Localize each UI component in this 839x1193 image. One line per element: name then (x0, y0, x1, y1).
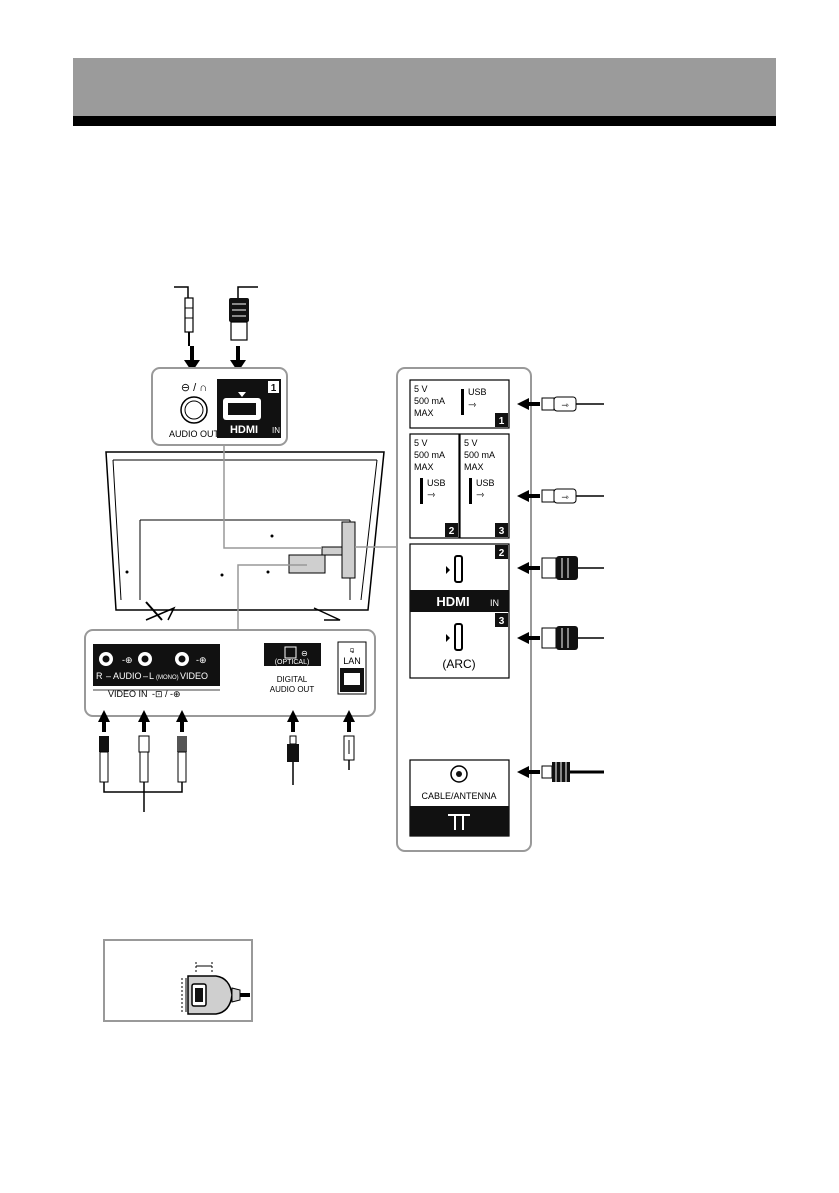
hdmi23-logo: HDMI (436, 594, 469, 609)
tv-back (106, 445, 408, 630)
usb1-label: USB (468, 387, 487, 397)
headphone-symbol: ⊖ / ∩ (181, 382, 207, 394)
svg-text:-⊕: -⊕ (196, 655, 207, 665)
hdmi-cable-2 (542, 556, 604, 580)
usb1-icon: ⇾ (468, 400, 477, 411)
svg-text:-⊕: -⊕ (122, 655, 133, 665)
audio-out-label: AUDIO OUT (169, 429, 220, 439)
usb1-max: MAX (414, 408, 434, 418)
usb2-current: 500 mA (414, 450, 445, 460)
rca-cables (99, 736, 187, 812)
usb-cable-1: ⇾ (542, 397, 604, 411)
video-in-label: VIDEO IN (108, 689, 148, 699)
tv-top-panel: ⊖ / ∩ AUDIO OUT 1 HDMI IN (152, 368, 287, 445)
usb1-current: 500 mA (414, 396, 445, 406)
mono-label: (MONO) (156, 675, 179, 681)
usb2-label: USB (427, 478, 446, 488)
audio-label: AUDIO (113, 671, 142, 681)
hdmi-cable-top (229, 287, 258, 340)
antenna-label: CABLE/ANTENNA (421, 791, 496, 801)
digital-audio-out-label: AUDIO OUT (270, 685, 315, 694)
lan-label: LAN (343, 656, 361, 666)
svg-text:⇾: ⇾ (561, 492, 569, 502)
usb2-icon: ⇾ (427, 490, 436, 501)
hdmi1-number: 1 (271, 383, 277, 394)
svg-text:–: – (106, 671, 111, 681)
hdmi1-in-label: IN (272, 426, 280, 435)
video-label: VIDEO (180, 671, 208, 681)
audio-l-label: L (149, 671, 154, 681)
usb3-icon: ⇾ (476, 490, 485, 501)
usb1-voltage: 5 V (414, 384, 428, 394)
hdmi1-logo: HDMI (230, 424, 258, 436)
svg-text:⊖: ⊖ (301, 649, 308, 658)
svg-text:-⊡ / -⊕: -⊡ / -⊕ (152, 689, 181, 699)
tv-bottom-panel: -⊕ -⊕ R – AUDIO – L (MONO) VIDEO VIDEO I… (85, 630, 375, 716)
usb3-max: MAX (464, 462, 484, 472)
usb-cable-2: ⇾ (542, 489, 604, 503)
optical-label: (OPTICAL) (275, 659, 310, 666)
hdmi-cable-3 (542, 626, 604, 650)
side-panel: 5 V 500 mA MAX USB ⇾ 1 5 V 500 mA MAX US… (397, 368, 531, 851)
usb2-number: 2 (449, 526, 455, 537)
usb3-label: USB (476, 478, 495, 488)
hdmi2-number: 2 (499, 548, 505, 559)
lan-cable (344, 736, 354, 770)
optical-cable (287, 736, 299, 785)
svg-text:⇾: ⇾ (561, 400, 569, 410)
usb3-current: 500 mA (464, 450, 495, 460)
headphone-cable (174, 287, 193, 346)
svg-text:⚼: ⚼ (350, 647, 355, 654)
hdmi-plug-size-inset (104, 940, 252, 1021)
usb2-voltage: 5 V (414, 438, 428, 448)
usb1-number: 1 (499, 416, 505, 427)
hdmi3-number: 3 (499, 616, 505, 627)
digital-label: DIGITAL (277, 675, 308, 684)
usb3-voltage: 5 V (464, 438, 478, 448)
audio-r-label: R (96, 671, 103, 681)
hdmi23-in-label: IN (490, 598, 499, 608)
arc-label: (ARC) (442, 657, 475, 671)
usb3-number: 3 (499, 526, 505, 537)
usb2-max: MAX (414, 462, 434, 472)
antenna-cable (542, 762, 604, 782)
svg-text:–: – (143, 671, 148, 681)
